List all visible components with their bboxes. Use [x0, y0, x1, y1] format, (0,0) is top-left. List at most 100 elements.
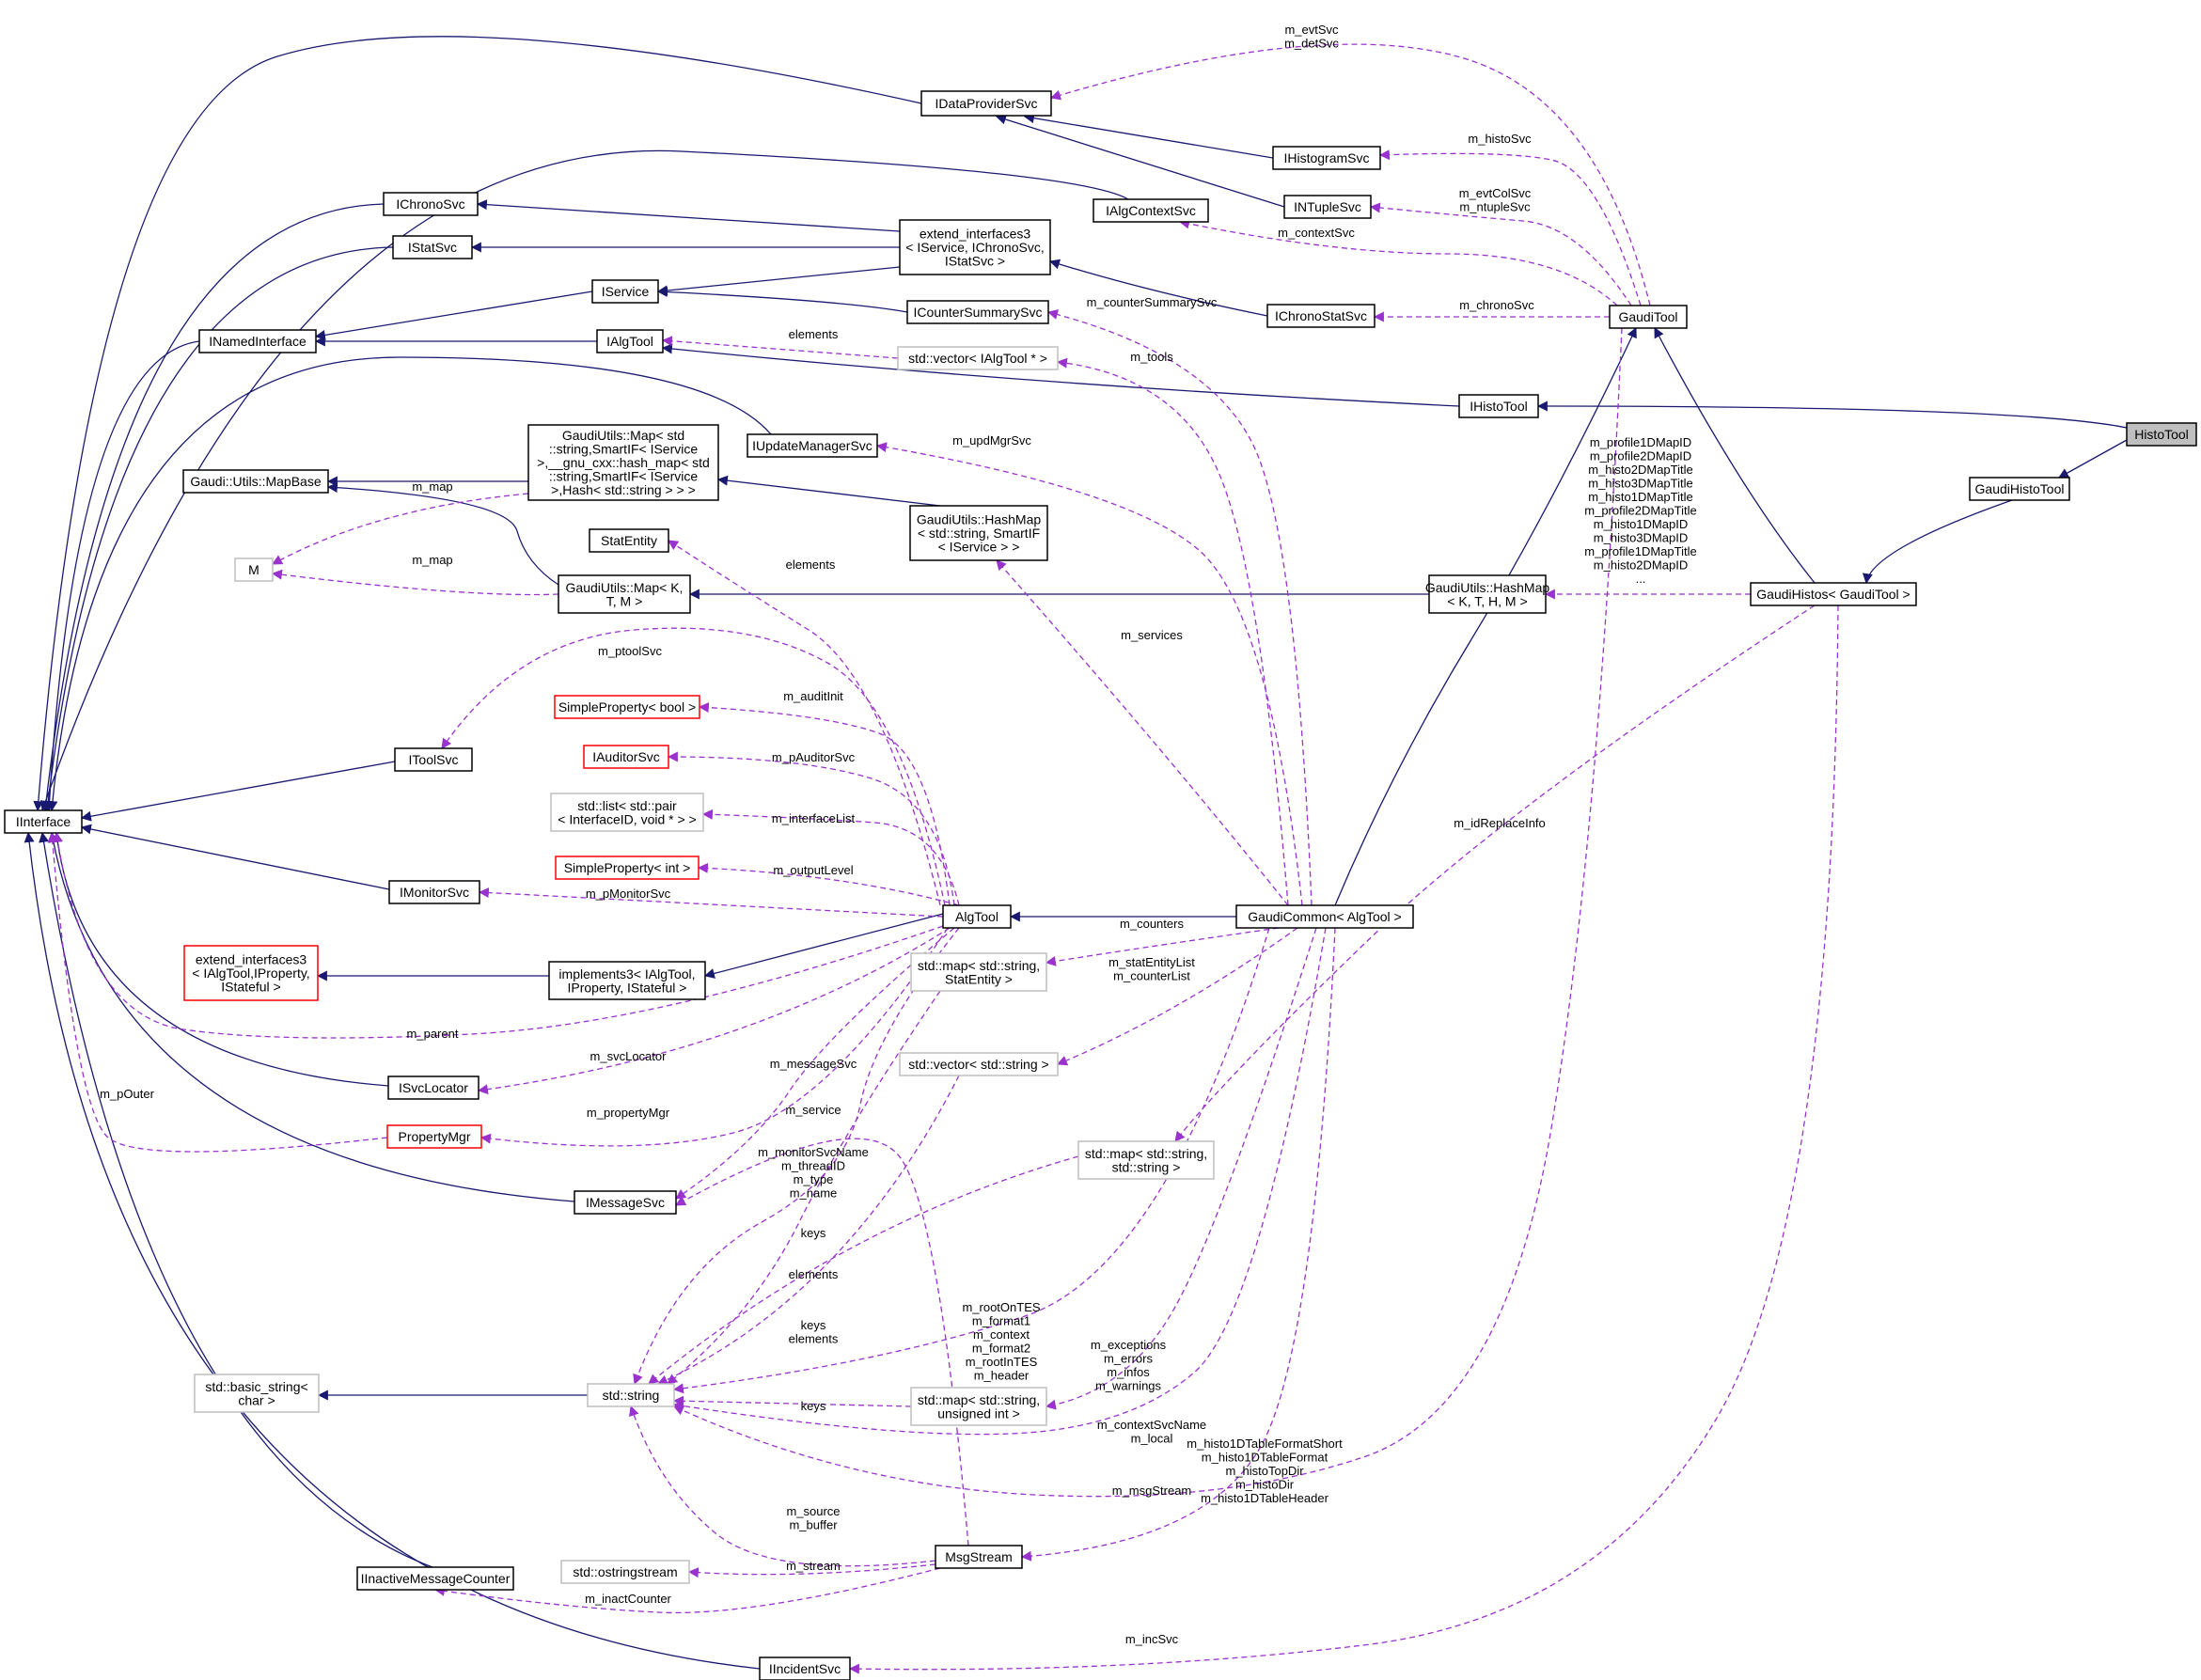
class-node-implements3[interactable]: implements3< IAlgTool,IProperty, IStatef… [548, 961, 706, 1000]
class-node-GaudiHistoTool[interactable]: GaudiHistoTool [1969, 477, 2070, 501]
class-name-line: INamedInterface [209, 334, 307, 349]
usage-edge-MsgStream-to-IMessageSvc [675, 1138, 969, 1547]
class-node-listPair[interactable]: std::list< std::pair< InterfaceID, void … [550, 793, 704, 832]
class-box [182, 469, 329, 494]
class-name-line: < std::string, SmartIF [918, 526, 1040, 541]
class-box [1077, 1140, 1215, 1180]
class-name-line: < IService, IChronoSvc, [905, 240, 1044, 255]
usage-edge-AlgTool-to-IInterface [53, 831, 944, 1039]
class-box [394, 747, 473, 772]
class-node-IIncidentSvc[interactable]: IIncidentSvc [759, 1656, 851, 1680]
class-box [935, 1545, 1023, 1569]
class-node-ISvcLocator[interactable]: ISvcLocator [387, 1076, 480, 1100]
class-box [388, 880, 480, 904]
class-node-MsgStream[interactable]: MsgStream [935, 1545, 1023, 1569]
class-node-IToolSvc[interactable]: IToolSvc [394, 747, 473, 772]
usage-edge-GaudiCommon-to-MsgStream [1020, 927, 1336, 1562]
usage-edge-GaudiCommon-to-mapStringUint [1045, 927, 1317, 1410]
class-name-line: std::list< std::pair [577, 798, 677, 813]
class-node-INTupleSvc[interactable]: INTupleSvc [1283, 195, 1372, 219]
class-node-IInactiveMessageCounter[interactable]: IInactiveMessageCounter [356, 1566, 514, 1591]
class-node-vector_IAlgTool[interactable]: std::vector< IAlgTool * > [897, 346, 1059, 370]
usage-edge-AlgTool-to-SimplePropertyBool [698, 702, 951, 906]
class-name-line: ISvcLocator [399, 1080, 468, 1095]
inheritance-edge-INamedInterface-to-IInterface [44, 340, 200, 812]
class-node-M[interactable]: M [234, 557, 274, 582]
class-node-IService[interactable]: IService [591, 279, 659, 304]
class-node-stdString[interactable]: std::string [587, 1383, 675, 1407]
class-name-line: StatEntity [601, 533, 657, 548]
class-name-line: extend_interfaces3 [196, 952, 307, 967]
class-node-IMonitorSvc[interactable]: IMonitorSvc [388, 880, 480, 904]
class-node-SimplePropertyBool[interactable]: SimpleProperty< bool > [554, 695, 700, 719]
class-node-IAuditorSvc[interactable]: IAuditorSvc [583, 745, 669, 769]
usage-edge-AlgTool-to-StatEntity [668, 540, 941, 906]
class-node-GaudiTool[interactable]: GaudiTool [1609, 305, 1688, 329]
class-node-MapBase[interactable]: Gaudi::Utils::MapBase [182, 469, 329, 494]
class-node-MapKTM[interactable]: GaudiUtils::Map< K,T, M > [558, 574, 691, 614]
class-node-IHistoTool[interactable]: IHistoTool [1458, 394, 1539, 418]
class-node-AlgTool[interactable]: AlgTool [942, 904, 1012, 929]
class-node-HashMapKTHM[interactable]: GaudiUtils::HashMap< K, T, H, M > [1425, 574, 1549, 614]
class-box [910, 952, 1047, 992]
class-name-line: IStatSvc > [945, 254, 1005, 269]
class-node-IMessageSvc[interactable]: IMessageSvc [574, 1190, 677, 1215]
usage-edge-mapStringString-to-stdString [648, 1155, 1079, 1385]
class-node-IHistogramSvc[interactable]: IHistogramSvc [1272, 146, 1381, 170]
class-node-IChronoStatSvc[interactable]: IChronoStatSvc [1266, 304, 1376, 328]
class-node-GaudiUtilsMap_std[interactable]: GaudiUtils::Map< std::string,SmartIF< IS… [527, 424, 719, 501]
class-box [1458, 394, 1539, 418]
usage-edge-GaudiTool-to-stdString [673, 327, 1623, 1498]
usage-edge-PropertyMgr-to-IInterface [47, 831, 388, 1153]
class-name-line: SimpleProperty< int > [564, 860, 691, 875]
class-name-line: std::string > [1112, 1159, 1181, 1174]
class-node-extend_interfaces3_svc[interactable]: extend_interfaces3< IService, IChronoSvc… [899, 219, 1051, 275]
edge-label-pOuter: m_pOuter [100, 1087, 154, 1101]
class-box [942, 904, 1012, 929]
usage-edge-GaudiHistos-to-IIncidentSvc [848, 604, 1839, 1674]
class-node-IAlgContextSvc[interactable]: IAlgContextSvc [1093, 198, 1209, 223]
class-node-HashMap_svc[interactable]: GaudiUtils::HashMap< std::string, SmartI… [909, 505, 1048, 561]
class-node-SimplePropertyInt[interactable]: SimpleProperty< int > [555, 856, 700, 880]
class-name-line: GaudiUtils::HashMap [917, 512, 1041, 527]
class-node-vectorString[interactable]: std::vector< std::string > [899, 1052, 1059, 1076]
class-node-GaudiHistos[interactable]: GaudiHistos< GaudiTool > [1750, 582, 1917, 606]
class-node-PropertyMgr[interactable]: PropertyMgr [386, 1124, 482, 1149]
class-box [899, 219, 1051, 275]
class-name-line: extend_interfaces3 [920, 227, 1031, 242]
class-node-extend_interfaces3_alg[interactable]: extend_interfaces3< IAlgTool,IProperty,I… [183, 945, 319, 1001]
edge-label-counterSummarySvc: m_counterSummarySvc [1087, 295, 1218, 309]
class-node-IDataProviderSvc[interactable]: IDataProviderSvc [920, 90, 1052, 117]
class-name-line: GaudiUtils::Map< K, [566, 580, 684, 595]
class-node-HistoTool[interactable]: HistoTool [2126, 422, 2197, 447]
class-node-IAlgTool[interactable]: IAlgTool [596, 329, 664, 353]
inheritance-edge-extend_interfaces3_svc-to-IChronoSvc [476, 199, 901, 232]
class-node-IChronoSvc[interactable]: IChronoSvc [383, 192, 479, 216]
class-node-mapStringString[interactable]: std::map< std::string,std::string > [1077, 1140, 1215, 1180]
class-node-IUpdateManagerSvc[interactable]: IUpdateManagerSvc [747, 433, 878, 458]
inheritance-edge-IChronoSvc-to-IInterface [40, 203, 385, 812]
inheritance-edge-IUpdateManagerSvc-to-IInterface [47, 356, 772, 812]
class-node-GaudiCommon[interactable]: GaudiCommon< AlgTool > [1235, 904, 1414, 929]
class-box [1609, 305, 1688, 329]
class-node-IStatSvc[interactable]: IStatSvc [392, 235, 473, 259]
class-node-mapStatEntity[interactable]: std::map< std::string,StatEntity > [910, 952, 1047, 992]
class-node-ostringstream[interactable]: std::ostringstream [560, 1560, 690, 1584]
class-node-ICounterSummarySvc[interactable]: ICounterSummarySvc [906, 300, 1049, 324]
usage-edge-mapStringUint-to-stdString [672, 1395, 912, 1407]
inheritance-edge-IHistogramSvc-to-IDataProviderSvc [1023, 113, 1274, 159]
class-node-basicString[interactable]: std::basic_string<char > [194, 1374, 320, 1413]
class-node-StatEntity[interactable]: StatEntity [589, 528, 669, 553]
usage-edge-MsgStream-to-IInactiveMessageCounter [433, 1567, 941, 1614]
class-box [909, 505, 1048, 561]
inheritance-edge-INTupleSvc-to-IDataProviderSvc [995, 114, 1285, 208]
class-node-INamedInterface[interactable]: INamedInterface [198, 329, 317, 353]
class-node-mapStringUint[interactable]: std::map< std::string,unsigned int > [910, 1387, 1047, 1426]
class-node-IInterface[interactable]: IInterface [4, 809, 83, 834]
inheritance-edge-HistoTool-to-GaudiHistoTool [2058, 439, 2128, 479]
